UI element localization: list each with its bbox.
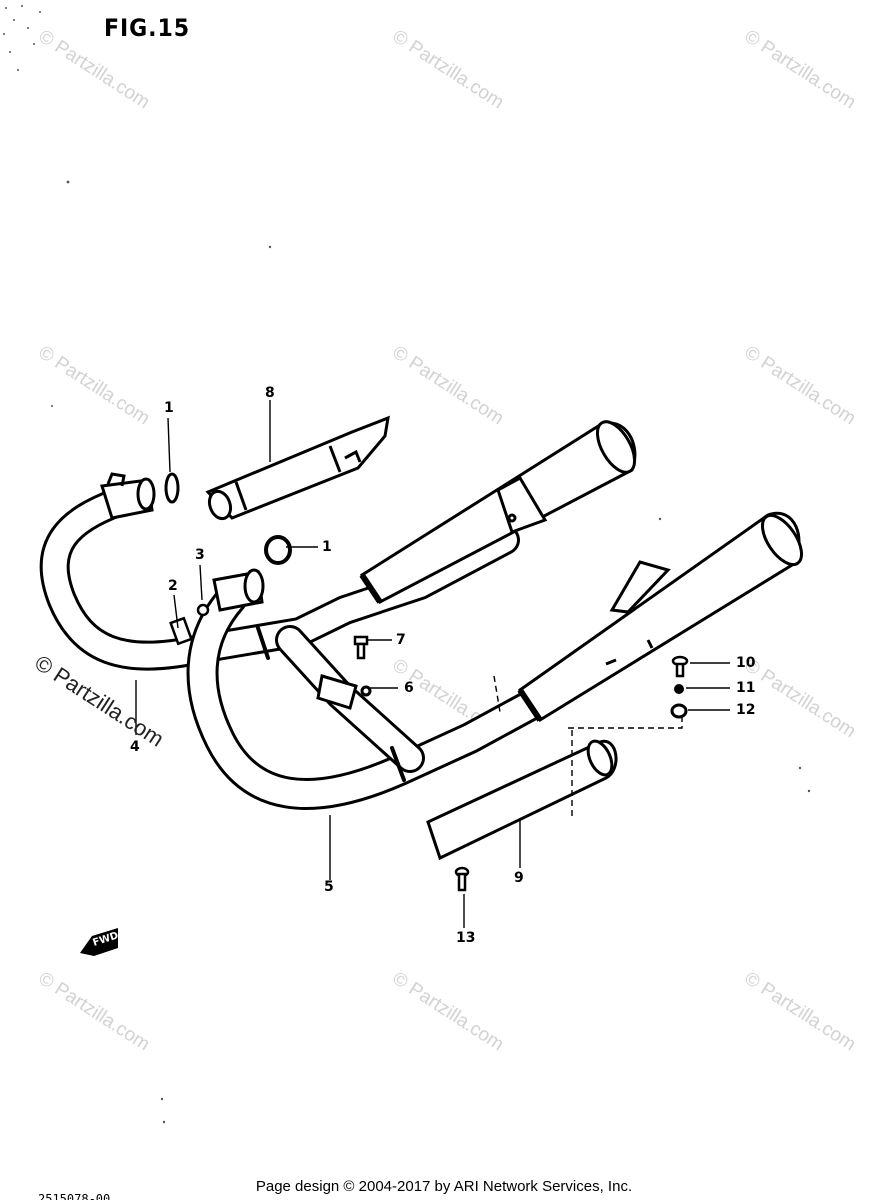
callout-7: 7 [396,632,406,648]
page-footer: Page design © 2004-2017 by ARI Network S… [255,1178,633,1195]
callout-1-lower: 1 [322,539,332,555]
callout-10: 10 [736,655,756,671]
drawing-code: 2515078-00 [38,1192,111,1200]
washer-11 [674,684,684,694]
callout-11: 11 [736,680,756,696]
callout-1-upper: 1 [164,400,174,416]
callout-5: 5 [324,879,334,895]
figure-title: FIG.15 [104,14,191,42]
scan-noise [3,5,811,1124]
screw-13 [454,866,470,892]
callout-3: 3 [195,547,205,563]
forward-arrow-icon: FWD [80,928,120,956]
callout-8: 8 [265,385,275,401]
exhaust-clamp-right [212,568,265,612]
callout-2: 2 [168,578,178,594]
screw-10 [671,655,689,678]
callout-9: 9 [514,870,524,886]
crossover-clamp [316,674,372,710]
exhaust-pipe-right [186,582,556,810]
callout-4: 4 [130,739,140,755]
bolt-7 [353,635,369,660]
exhaust-clamp-left [100,472,156,520]
callout-13: 13 [456,930,476,946]
muffler-upper [359,420,637,604]
nut-12 [670,703,688,719]
muffler-lower [517,511,803,723]
heat-shield-lower [426,739,618,861]
gasket-upper [164,472,180,504]
callout-6: 6 [404,680,414,696]
heat-shield-upper [205,415,390,521]
nut-3 [196,603,210,617]
callout-12: 12 [736,702,756,718]
callout-leaders [135,400,730,928]
gasket-lower [264,535,292,565]
